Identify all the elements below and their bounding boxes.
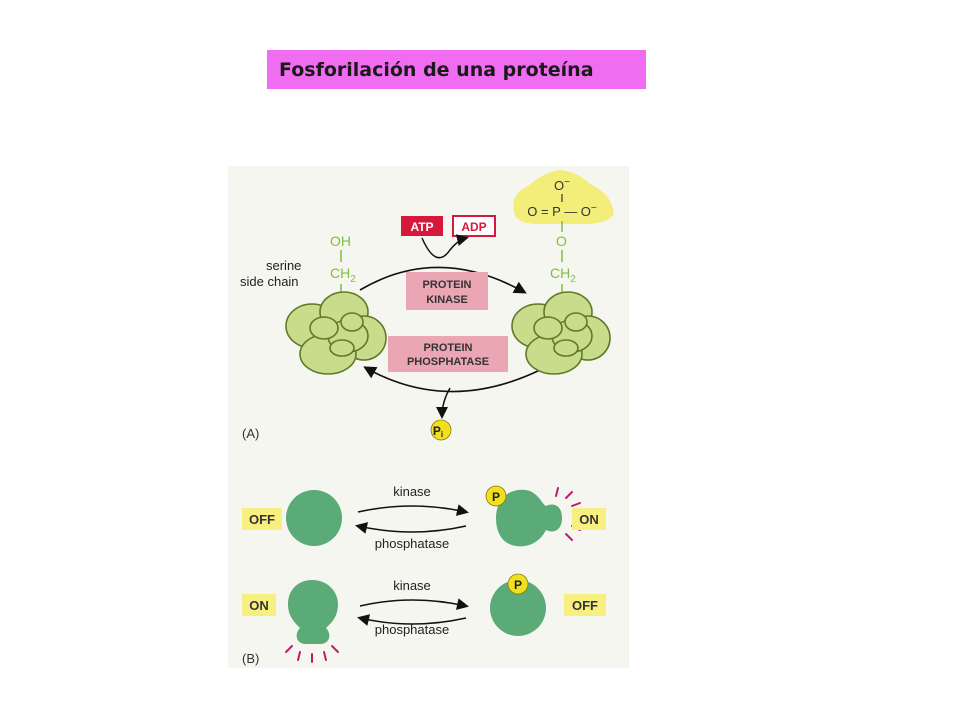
panel-a-label: (A)	[242, 426, 259, 441]
row1-left-state: OFF	[249, 512, 275, 527]
atp-adp-arrow	[421, 234, 469, 259]
row2-forward-arrow	[359, 598, 469, 610]
protein-kinase-box	[406, 272, 488, 310]
phosphate-top-charge: −	[564, 177, 570, 188]
row2-right-state: OFF	[572, 598, 598, 613]
row2-backward-arrow	[357, 614, 467, 626]
row2-kinase-label: kinase	[393, 578, 431, 593]
pi-release-arrow	[436, 387, 451, 419]
serine-label-line1: serine	[266, 258, 301, 273]
panel-b-label: (B)	[242, 651, 259, 666]
row1-p-circle	[485, 485, 507, 507]
protein-phosphatase-line2: PHOSPHATASE	[407, 356, 489, 368]
phosphate-top-o-text: O	[554, 178, 564, 193]
adp-box	[452, 215, 496, 237]
row2-left-state-box	[242, 594, 276, 616]
row2-off-shape	[490, 580, 546, 636]
pi-circle	[430, 419, 452, 441]
kinase-forward-arrow	[359, 266, 527, 294]
left-oh-label: OH	[330, 233, 351, 249]
atp-label: ATP	[410, 220, 433, 234]
phosphatase-backward-arrow	[363, 366, 541, 393]
row1-left-state-box	[242, 508, 282, 530]
row1-kinase-label: kinase	[393, 484, 431, 499]
right-ch2-label: CH2	[550, 265, 576, 285]
pi-label: Pi	[433, 424, 443, 439]
row2-right-state-box	[564, 594, 606, 616]
left-ch2-label: CH2	[330, 265, 356, 285]
protein-phosphatase-line1: PROTEIN	[424, 342, 473, 354]
row1-off-shape	[286, 490, 342, 546]
row2-left-state: ON	[249, 598, 269, 613]
page-title: Fosforilación de una proteína	[279, 59, 594, 81]
left-protein-blob	[285, 291, 387, 375]
row2-activity-marks	[285, 645, 339, 663]
right-o-label: O	[556, 233, 567, 249]
phosphate-row-charge: −	[591, 203, 597, 214]
right-protein-blob	[511, 291, 611, 375]
left-ch2-text: CH	[330, 265, 350, 281]
title-box: Fosforilación de una proteína	[267, 50, 646, 89]
phosphorylation-figure: OH CH2 serine side chain ATP ADP PROTEIN…	[228, 166, 629, 668]
phosphate-row-text: O = P — O	[527, 204, 591, 219]
row1-on-shape	[496, 489, 562, 547]
protein-phosphatase-box	[388, 336, 508, 372]
left-ch2-sub: 2	[350, 274, 356, 285]
atp-box	[401, 216, 443, 236]
row1-right-state-box	[572, 508, 606, 530]
serine-label-line2: side chain	[240, 274, 299, 289]
pi-p: P	[433, 424, 441, 438]
row1-phosphatase-label: phosphatase	[375, 536, 449, 551]
row1-p-label: P	[492, 490, 500, 504]
phosphate-blob	[513, 170, 614, 224]
phosphate-row: O = P — O−	[527, 203, 597, 219]
row2-p-circle	[507, 573, 529, 595]
row2-phosphatase-label: phosphatase	[375, 622, 449, 637]
right-ch2-text: CH	[550, 265, 570, 281]
row1-forward-arrow	[357, 504, 469, 516]
pi-sub: i	[441, 430, 443, 439]
row1-right-state: ON	[579, 512, 599, 527]
adp-label: ADP	[461, 220, 486, 234]
row2-on-shape	[288, 580, 338, 644]
right-ch2-sub: 2	[570, 274, 576, 285]
protein-kinase-line2: KINASE	[426, 294, 468, 306]
row1-backward-arrow	[355, 522, 467, 534]
protein-kinase-line1: PROTEIN	[423, 279, 472, 291]
figure-svg: OH CH2 serine side chain ATP ADP PROTEIN…	[240, 170, 614, 666]
row2-p-label: P	[514, 578, 522, 592]
phosphate-top-o: O−	[554, 177, 570, 193]
